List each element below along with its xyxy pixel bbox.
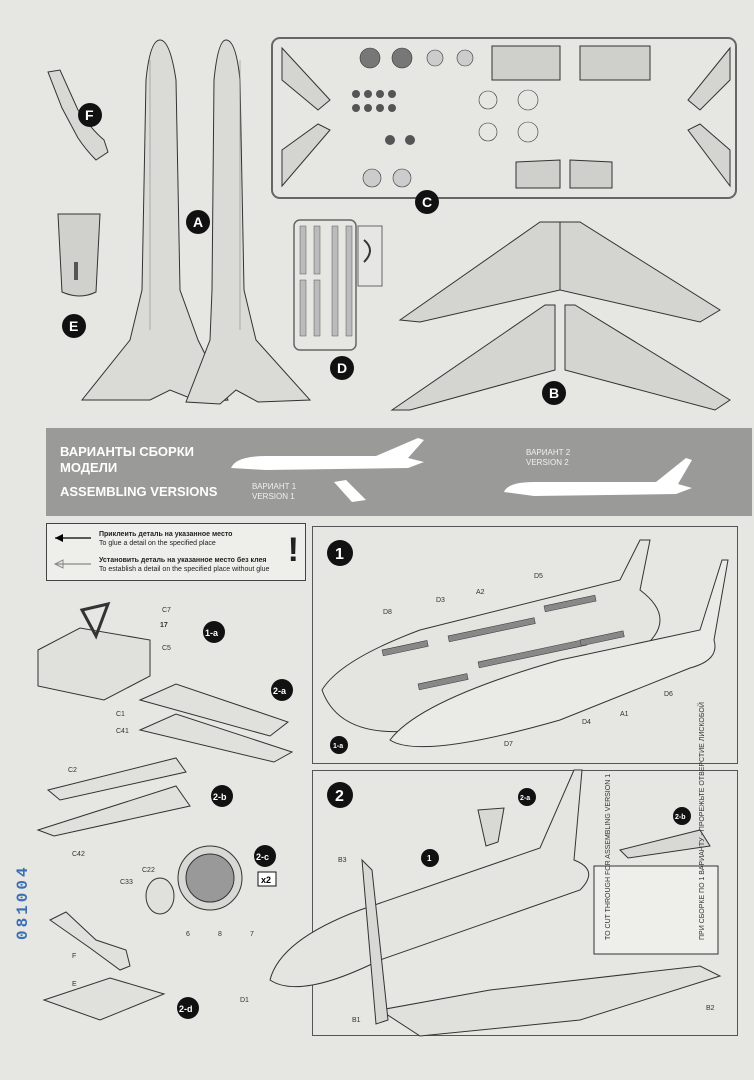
svg-text:D5: D5	[534, 573, 543, 580]
svg-text:A2: A2	[476, 589, 485, 596]
assembling-versions-banner: ВАРИАНТЫ СБОРКИ МОДЕЛИ ASSEMBLING VERSIO…	[46, 428, 752, 516]
svg-text:D4: D4	[582, 719, 591, 726]
version1-ru: ВАРИАНТ 1	[252, 482, 297, 491]
badge-e: E	[69, 318, 78, 334]
cut-note-ru: ПРИ СБОРКЕ ПО 1 ВАРИАНТУ - ПРОРЕЖЬТЕ ОТВ…	[697, 702, 706, 940]
badge-a: A	[193, 214, 203, 230]
banner-aircraft	[231, 438, 692, 502]
letter-badges	[62, 103, 566, 405]
step1-fuselage	[321, 539, 661, 733]
svg-text:C5: C5	[162, 645, 171, 652]
step-2c-badge: 2-c	[256, 852, 269, 862]
badge-f: F	[85, 107, 94, 123]
version1-en: VERSION 1	[252, 492, 295, 501]
sprue-c-frame	[271, 37, 737, 199]
banner-title-ru-1: ВАРИАНТЫ СБОРКИ	[60, 444, 194, 459]
step-2d-badge: 2-d	[179, 1004, 193, 1014]
svg-text:D7: D7	[504, 741, 513, 748]
wing-upper-right	[559, 221, 721, 323]
step-2-frame	[312, 770, 738, 1036]
step-1-frame	[312, 526, 738, 764]
x2-label: x2	[261, 875, 271, 885]
step2-fuselage	[269, 769, 590, 988]
badge-d: D	[337, 360, 347, 376]
svg-text:C33: C33	[120, 879, 133, 886]
svg-text:D6: D6	[664, 691, 673, 698]
wing-lower-right	[564, 304, 731, 411]
svg-text:7: 7	[250, 931, 254, 938]
svg-text:6: 6	[186, 931, 190, 938]
noglue-ru: Установить деталь на указанное место без…	[99, 557, 267, 564]
svg-text:C42: C42	[72, 851, 85, 858]
step-2b-badge: 2-b	[213, 792, 227, 802]
version2-ru: ВАРИАНТ 2	[526, 448, 571, 457]
svg-text:C1: C1	[116, 711, 125, 718]
cut-note-box	[593, 865, 719, 955]
wing-lower-left	[390, 304, 556, 411]
badge-c: C	[422, 194, 432, 210]
svg-text:B2: B2	[706, 1005, 715, 1012]
fuselage-half-right	[185, 39, 312, 405]
svg-text:B1: B1	[352, 1017, 361, 1024]
svg-text:8: 8	[218, 931, 222, 938]
banner-title-ru-2: МОДЕЛИ	[60, 460, 118, 475]
cut-note-en: TO CUT THROUGH FOR ASSEMBLING VERSION 1	[605, 774, 612, 940]
svg-text:E: E	[72, 981, 77, 988]
step-2a-badge: 2-a	[273, 686, 287, 696]
svg-text:C2: C2	[68, 767, 77, 774]
fuselage-half-left	[80, 39, 229, 403]
svg-text:D3: D3	[436, 597, 445, 604]
svg-text:C22: C22	[142, 867, 155, 874]
glue-ru: Приклеить деталь на указанное место	[99, 531, 233, 538]
svg-text:2-b: 2-b	[675, 814, 686, 821]
svg-text:B3: B3	[338, 857, 347, 864]
svg-text:C41: C41	[116, 728, 129, 735]
svg-text:C7: C7	[162, 607, 171, 614]
svg-text:D1: D1	[240, 997, 249, 1004]
badge-b: B	[549, 385, 559, 401]
svg-text:F: F	[72, 953, 76, 960]
banner-title-en: ASSEMBLING VERSIONS	[60, 484, 218, 499]
step-2-badge: 2	[335, 788, 344, 805]
svg-text:A1: A1	[620, 711, 629, 718]
step-1a-badge: 1-a	[205, 628, 219, 638]
svg-text:2-a: 2-a	[520, 795, 530, 802]
svg-text:17: 17	[160, 622, 168, 629]
noglue-en: To establish a detail on the specified p…	[99, 566, 270, 573]
svg-text:D8: D8	[383, 609, 392, 616]
warning-mark: !	[287, 531, 299, 569]
glue-legend: Приклеить деталь на указанное место To g…	[46, 523, 306, 581]
step-1-badge: 1	[335, 546, 344, 563]
catalog-code: 081004	[14, 864, 32, 940]
version2-en: VERSION 2	[526, 458, 569, 467]
svg-text:1: 1	[427, 854, 432, 863]
glue-en: To glue a detail on the specified place	[99, 540, 216, 547]
part-e	[57, 213, 101, 297]
sprues-drawing: F A C D E B	[47, 37, 737, 411]
svg-text:1-a: 1-a	[333, 743, 343, 750]
